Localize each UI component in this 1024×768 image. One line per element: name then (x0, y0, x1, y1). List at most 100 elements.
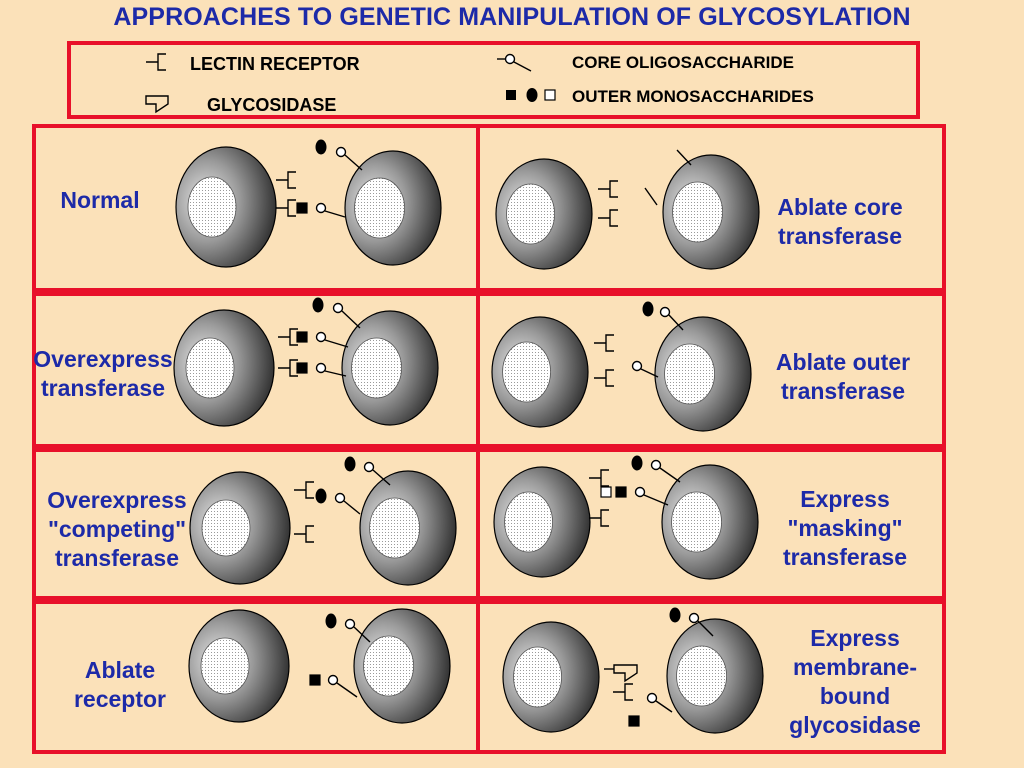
legend-outer-monosaccharides-label: OUTER MONOSACCHARIDES (572, 87, 814, 106)
legend-glycosidase-icon (145, 95, 169, 114)
label-overexpress-competing-line3: transferase (54, 545, 180, 571)
cell (353, 608, 451, 724)
outer-monosaccharide-square-icon (296, 331, 308, 343)
label-express-masking: Express "masking" transferase (765, 485, 925, 572)
lectin-receptor-icon (294, 525, 314, 543)
cell (341, 310, 439, 426)
lectin-receptor-icon (613, 683, 633, 701)
core-oligosaccharide-icon (646, 692, 673, 713)
label-normal-text: Normal (60, 187, 140, 213)
core-oligosaccharide-icon (327, 674, 358, 698)
label-express-glycosidase: Express membrane- bound glycosidase (775, 624, 935, 740)
cell (495, 158, 593, 270)
cell (359, 470, 457, 586)
cell (493, 466, 591, 578)
cell (662, 154, 760, 270)
label-ablate-outer-line1: Ablate outer (775, 349, 911, 375)
label-ablate-receptor: Ablate receptor (55, 656, 185, 714)
page-title: APPROACHES TO GENETIC MANIPULATION OF GL… (113, 3, 911, 31)
outer-monosaccharide-oval-icon (669, 607, 681, 623)
cell (188, 609, 290, 723)
cell-nucleus (187, 176, 237, 238)
outer-monosaccharide-oval-icon (325, 613, 337, 629)
label-normal: Normal (40, 186, 160, 215)
glycosidase-icon (604, 664, 638, 683)
lectin-receptor-icon (594, 334, 614, 352)
glycan-stalk (676, 149, 692, 166)
label-ablate-core-line2: transferase (777, 223, 903, 249)
outer-monosaccharide-oval-icon (315, 139, 327, 155)
cell-nucleus (506, 183, 555, 245)
core-oligosaccharide-icon (315, 362, 347, 377)
lectin-receptor-icon (589, 509, 609, 527)
outer-monosaccharide-oval-icon (642, 301, 654, 317)
label-express-glycosidase-line1: Express (810, 625, 900, 651)
cell-nucleus (363, 635, 414, 697)
outer-monosaccharide-oval-icon (631, 455, 643, 471)
label-ablate-outer: Ablate outer transferase (758, 348, 928, 406)
label-express-masking-line2: "masking" (787, 515, 903, 541)
cell-nucleus (664, 343, 715, 405)
lectin-receptor-icon (594, 369, 614, 387)
legend-glycosidase-label: GLYCOSIDASE (207, 95, 337, 115)
core-oligosaccharide-icon (659, 306, 684, 331)
cell (344, 150, 442, 266)
lectin-receptor-icon (278, 328, 298, 346)
legend-box (67, 41, 920, 119)
core-oligosaccharide-icon (344, 618, 371, 643)
lectin-receptor-icon (294, 481, 314, 499)
outer-monosaccharide-square-icon (296, 202, 308, 214)
core-oligosaccharide-icon (650, 459, 681, 483)
panel-express-masking (476, 448, 946, 600)
cell-nucleus (671, 491, 722, 553)
lectin-receptor-icon (589, 469, 609, 487)
cell (654, 316, 752, 432)
outer-monosaccharide-oval-icon (315, 488, 327, 504)
label-overexpress-competing-line2: "competing" (47, 516, 187, 542)
core-oligosaccharide-icon (631, 360, 659, 378)
legend-outer-monosaccharides-icon (506, 88, 556, 102)
legend-lectin-receptor-label: LECTIN RECEPTOR (190, 54, 360, 74)
outer-monosaccharide-square-icon (628, 715, 640, 727)
cell-nucleus (201, 499, 251, 557)
core-oligosaccharide-icon (335, 146, 363, 171)
legend-core-oligosaccharide-icon (497, 53, 532, 72)
cell-nucleus (200, 637, 250, 695)
cell (491, 316, 589, 428)
panel-ablate-outer (476, 292, 946, 448)
label-express-masking-line3: transferase (782, 544, 908, 570)
cell-nucleus (513, 646, 562, 708)
panel-ablate-core (476, 124, 946, 292)
cell (666, 618, 764, 734)
core-oligosaccharide-icon (332, 302, 361, 329)
lectin-receptor-icon (278, 359, 298, 377)
cell (502, 621, 600, 733)
cell (175, 146, 277, 268)
label-overexpress-line1: Overexpress (33, 346, 173, 372)
lectin-receptor-icon (276, 171, 296, 189)
cell-nucleus (354, 177, 405, 239)
outer-monosaccharide-square-icon (600, 486, 612, 498)
core-oligosaccharide-icon (334, 492, 361, 515)
label-express-glycosidase-line2: membrane- (793, 654, 917, 680)
label-overexpress-competing: Overexpress "competing" transferase (32, 486, 202, 573)
cell-nucleus (676, 645, 727, 707)
core-oligosaccharide-icon (315, 202, 346, 218)
cell-nucleus (502, 341, 551, 403)
label-overexpress: Overexpress transferase (18, 345, 188, 403)
core-oligosaccharide-icon (634, 486, 669, 506)
label-overexpress-competing-line1: Overexpress (47, 487, 187, 513)
cell (173, 309, 275, 427)
label-overexpress-line2: transferase (40, 375, 166, 401)
label-ablate-receptor-line1: Ablate (84, 657, 156, 683)
cell-nucleus (672, 181, 723, 243)
label-ablate-receptor-line2: receptor (73, 686, 167, 712)
core-oligosaccharide-icon (688, 612, 714, 637)
lectin-receptor-icon (598, 209, 618, 227)
lectin-receptor-icon (598, 180, 618, 198)
core-oligosaccharide-icon (315, 331, 349, 348)
label-ablate-core: Ablate core transferase (760, 193, 920, 251)
lectin-receptor-icon (276, 199, 296, 217)
core-oligosaccharide-icon (363, 461, 391, 486)
